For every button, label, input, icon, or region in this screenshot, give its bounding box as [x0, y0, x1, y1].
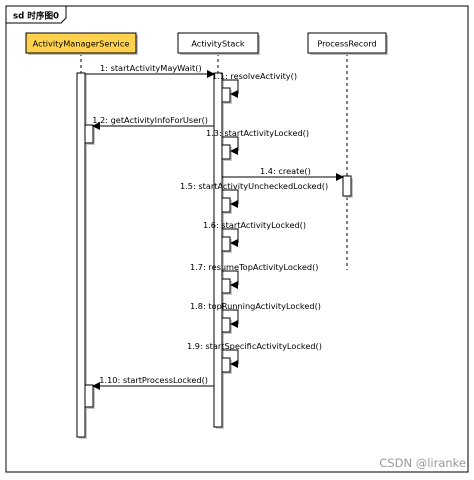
frame-label-box: [5, 5, 67, 24]
as-nested-activation-2: [221, 197, 231, 213]
as-nested-activation-6: [221, 357, 231, 373]
message-label: 1.10: startProcessLocked(): [99, 375, 208, 385]
message-3[interactable]: 1.2: getActivityInfoForUser(): [92, 115, 214, 130]
message-label: 1.4: create(): [260, 166, 311, 176]
self-call-loop: [222, 309, 239, 324]
lifeline-name: ActivityStack: [191, 39, 245, 49]
lifeline-name: ActivityManagerService: [33, 39, 130, 49]
message-label: 1.2: getActivityInfoForUser(): [92, 115, 208, 125]
message-label: 1.1: resolveActivity(): [212, 71, 297, 81]
self-call-loop: [222, 79, 239, 94]
lifeline-head-box[interactable]: [25, 32, 137, 54]
message-5[interactable]: 1.4: create(): [222, 166, 344, 181]
lifeline-pr: ProcessRecord: [307, 32, 388, 270]
activations-layer: [76, 72, 353, 439]
message-6[interactable]: 1.5: startActivityUncheckedLocked(): [180, 181, 328, 208]
self-call-loop: [222, 349, 239, 364]
as-nested-activation-4: [221, 278, 231, 294]
frame-label: sd 时序图0: [13, 10, 59, 22]
message-10[interactable]: 1.9: startSpecificActivityLocked(): [187, 341, 322, 368]
csdn-watermark: CSDN @liranke: [379, 456, 466, 470]
as-nested-activation-0: [221, 87, 231, 103]
diagram-frame: [5, 5, 469, 473]
lifeline-name: ProcessRecord: [317, 39, 376, 49]
as-main-activation: [213, 72, 223, 428]
message-label: 1.5: startActivityUncheckedLocked(): [180, 181, 328, 191]
ams-activation-1-10: [84, 384, 94, 408]
self-call-loop: [222, 136, 239, 151]
message-label: 1.6: startActivityLocked(): [203, 220, 306, 230]
as-nested-activation-3: [221, 236, 231, 252]
self-call-loop: [222, 228, 239, 243]
lifeline-head-box[interactable]: [177, 32, 259, 54]
self-call-loop: [222, 270, 239, 285]
self-call-loop: [222, 189, 239, 204]
message-label: 1.7: resumeTopActivityLocked(): [190, 262, 319, 272]
message-label: 1: startActivityMayWait(): [100, 63, 202, 73]
message-9[interactable]: 1.8: topRunningActivityLocked(): [190, 301, 321, 328]
ams-main-activation: [76, 72, 86, 438]
as-nested-activation-5: [221, 317, 231, 333]
pr-activation-create: [342, 175, 352, 197]
message-8[interactable]: 1.7: resumeTopActivityLocked(): [190, 262, 319, 289]
lifeline-head-box[interactable]: [307, 32, 387, 54]
message-11[interactable]: 1.10: startProcessLocked(): [92, 375, 214, 390]
message-label: 1.3: startActivityLocked(): [206, 128, 309, 138]
message-7[interactable]: 1.6: startActivityLocked(): [203, 220, 306, 247]
message-1[interactable]: 1: startActivityMayWait(): [85, 63, 215, 78]
messages-layer: 1: startActivityMayWait() 1.1: resolveAct…: [85, 63, 344, 390]
message-label: 1.9: startSpecificActivityLocked(): [187, 341, 322, 351]
message-label: 1.8: topRunningActivityLocked(): [190, 301, 321, 311]
message-4[interactable]: 1.3: startActivityLocked(): [206, 128, 309, 155]
as-nested-activation-1: [221, 144, 231, 160]
ams-activation-1-2: [84, 124, 94, 144]
message-2[interactable]: 1.1: resolveActivity(): [212, 71, 297, 98]
